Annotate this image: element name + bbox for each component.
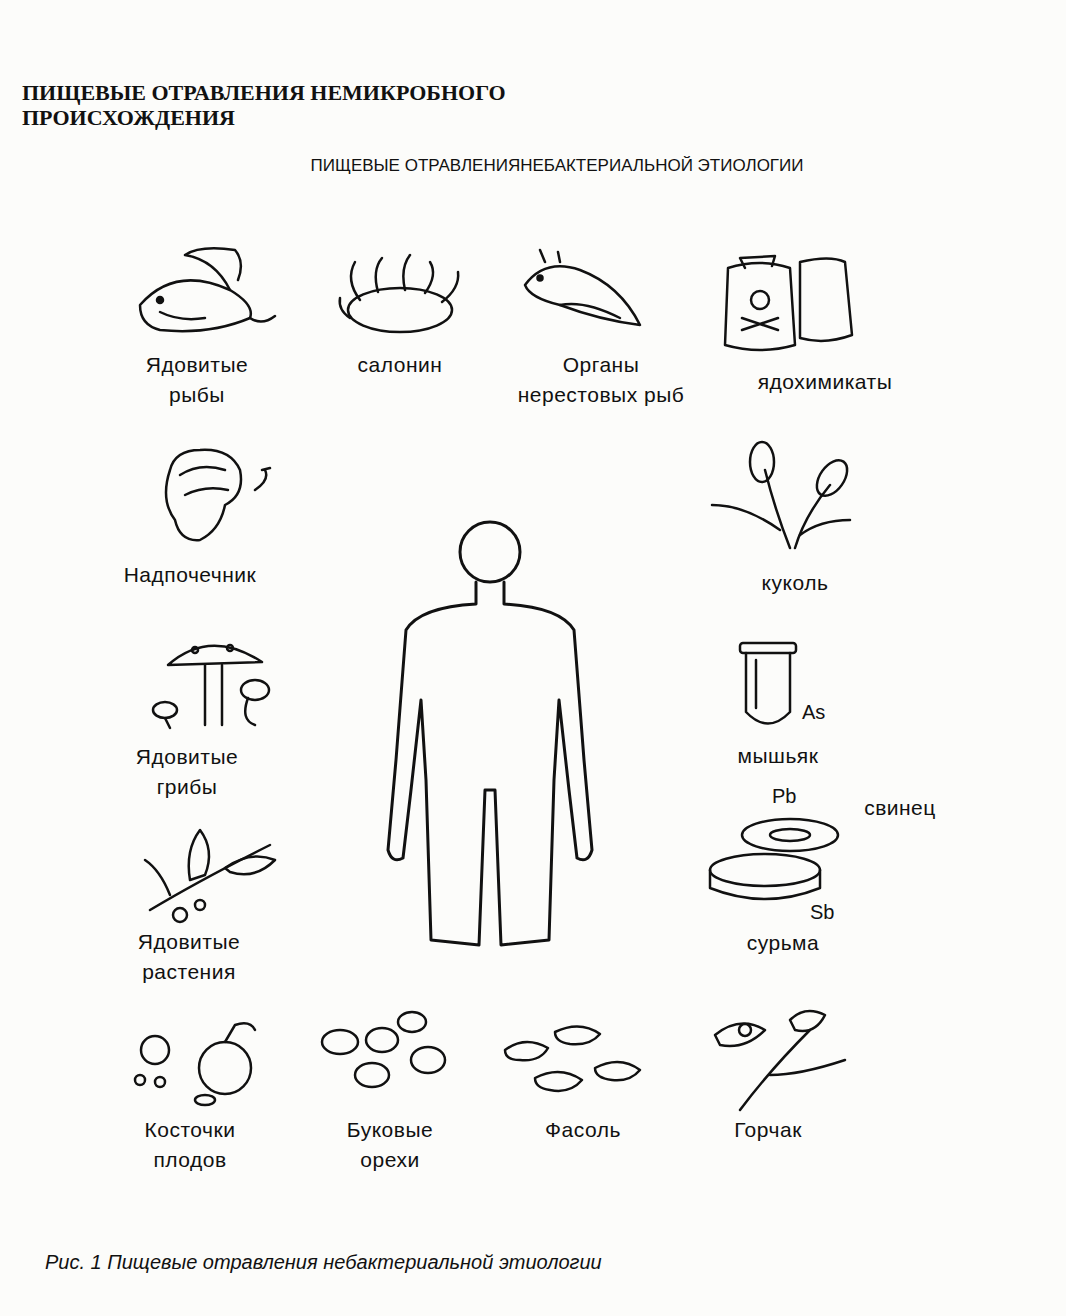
element-symbol: Sb (810, 898, 834, 927)
item-label: салонин (358, 350, 443, 380)
fish-icon (140, 248, 275, 331)
element-symbol: As (802, 698, 825, 727)
item-label: Горчак (734, 1115, 802, 1145)
subtitle: ПИЩЕВЫЕ ОТРАВЛЕНИЯНЕБАКТЕРИАЛЬНОЙ ЭТИОЛО… (311, 154, 804, 179)
item-label: Косточки плодов (123, 1115, 258, 1176)
plant-icon (145, 830, 275, 922)
nuts-icon (322, 1012, 445, 1087)
wheat-icon (712, 442, 853, 548)
item-label: Надпочечник (124, 560, 257, 590)
fruit-icon (135, 1023, 255, 1105)
title: ПИЩЕВЫЕ ОТРАВЛЕНИЯ НЕМИКРОБНОГО ПРОИСХОЖ… (22, 80, 662, 131)
item-label: мышьяк (738, 741, 819, 771)
test-tube-icon (740, 643, 796, 724)
item-label: Ядовитые грибы (120, 742, 255, 803)
gorchak-icon (715, 1011, 845, 1110)
item-label: куколь (762, 568, 829, 598)
adrenal-icon (166, 450, 270, 540)
potato-icon (340, 255, 458, 332)
beans-icon (505, 1026, 640, 1090)
item-label: Ядовитые рыбы (130, 350, 265, 411)
item-label: Органы нерестовых рыб (509, 350, 694, 411)
element-symbol: Pb (772, 782, 796, 811)
pesticide-sacks-icon (725, 256, 852, 350)
item-label: сурьма (747, 928, 820, 958)
caption: Рис. 1 Пищевые отравления небактериально… (45, 1248, 602, 1277)
spawning-fish-icon (525, 250, 640, 325)
item-label: свинец (864, 793, 936, 823)
item-label: Фасоль (545, 1115, 621, 1145)
item-label: Ядовитые растения (122, 927, 257, 988)
human-silhouette (388, 522, 592, 945)
item-label: ядохимикаты (758, 367, 893, 397)
mushrooms-icon (153, 645, 269, 728)
tin-can-icon (710, 819, 838, 899)
item-label: Буковые орехи (323, 1115, 458, 1176)
